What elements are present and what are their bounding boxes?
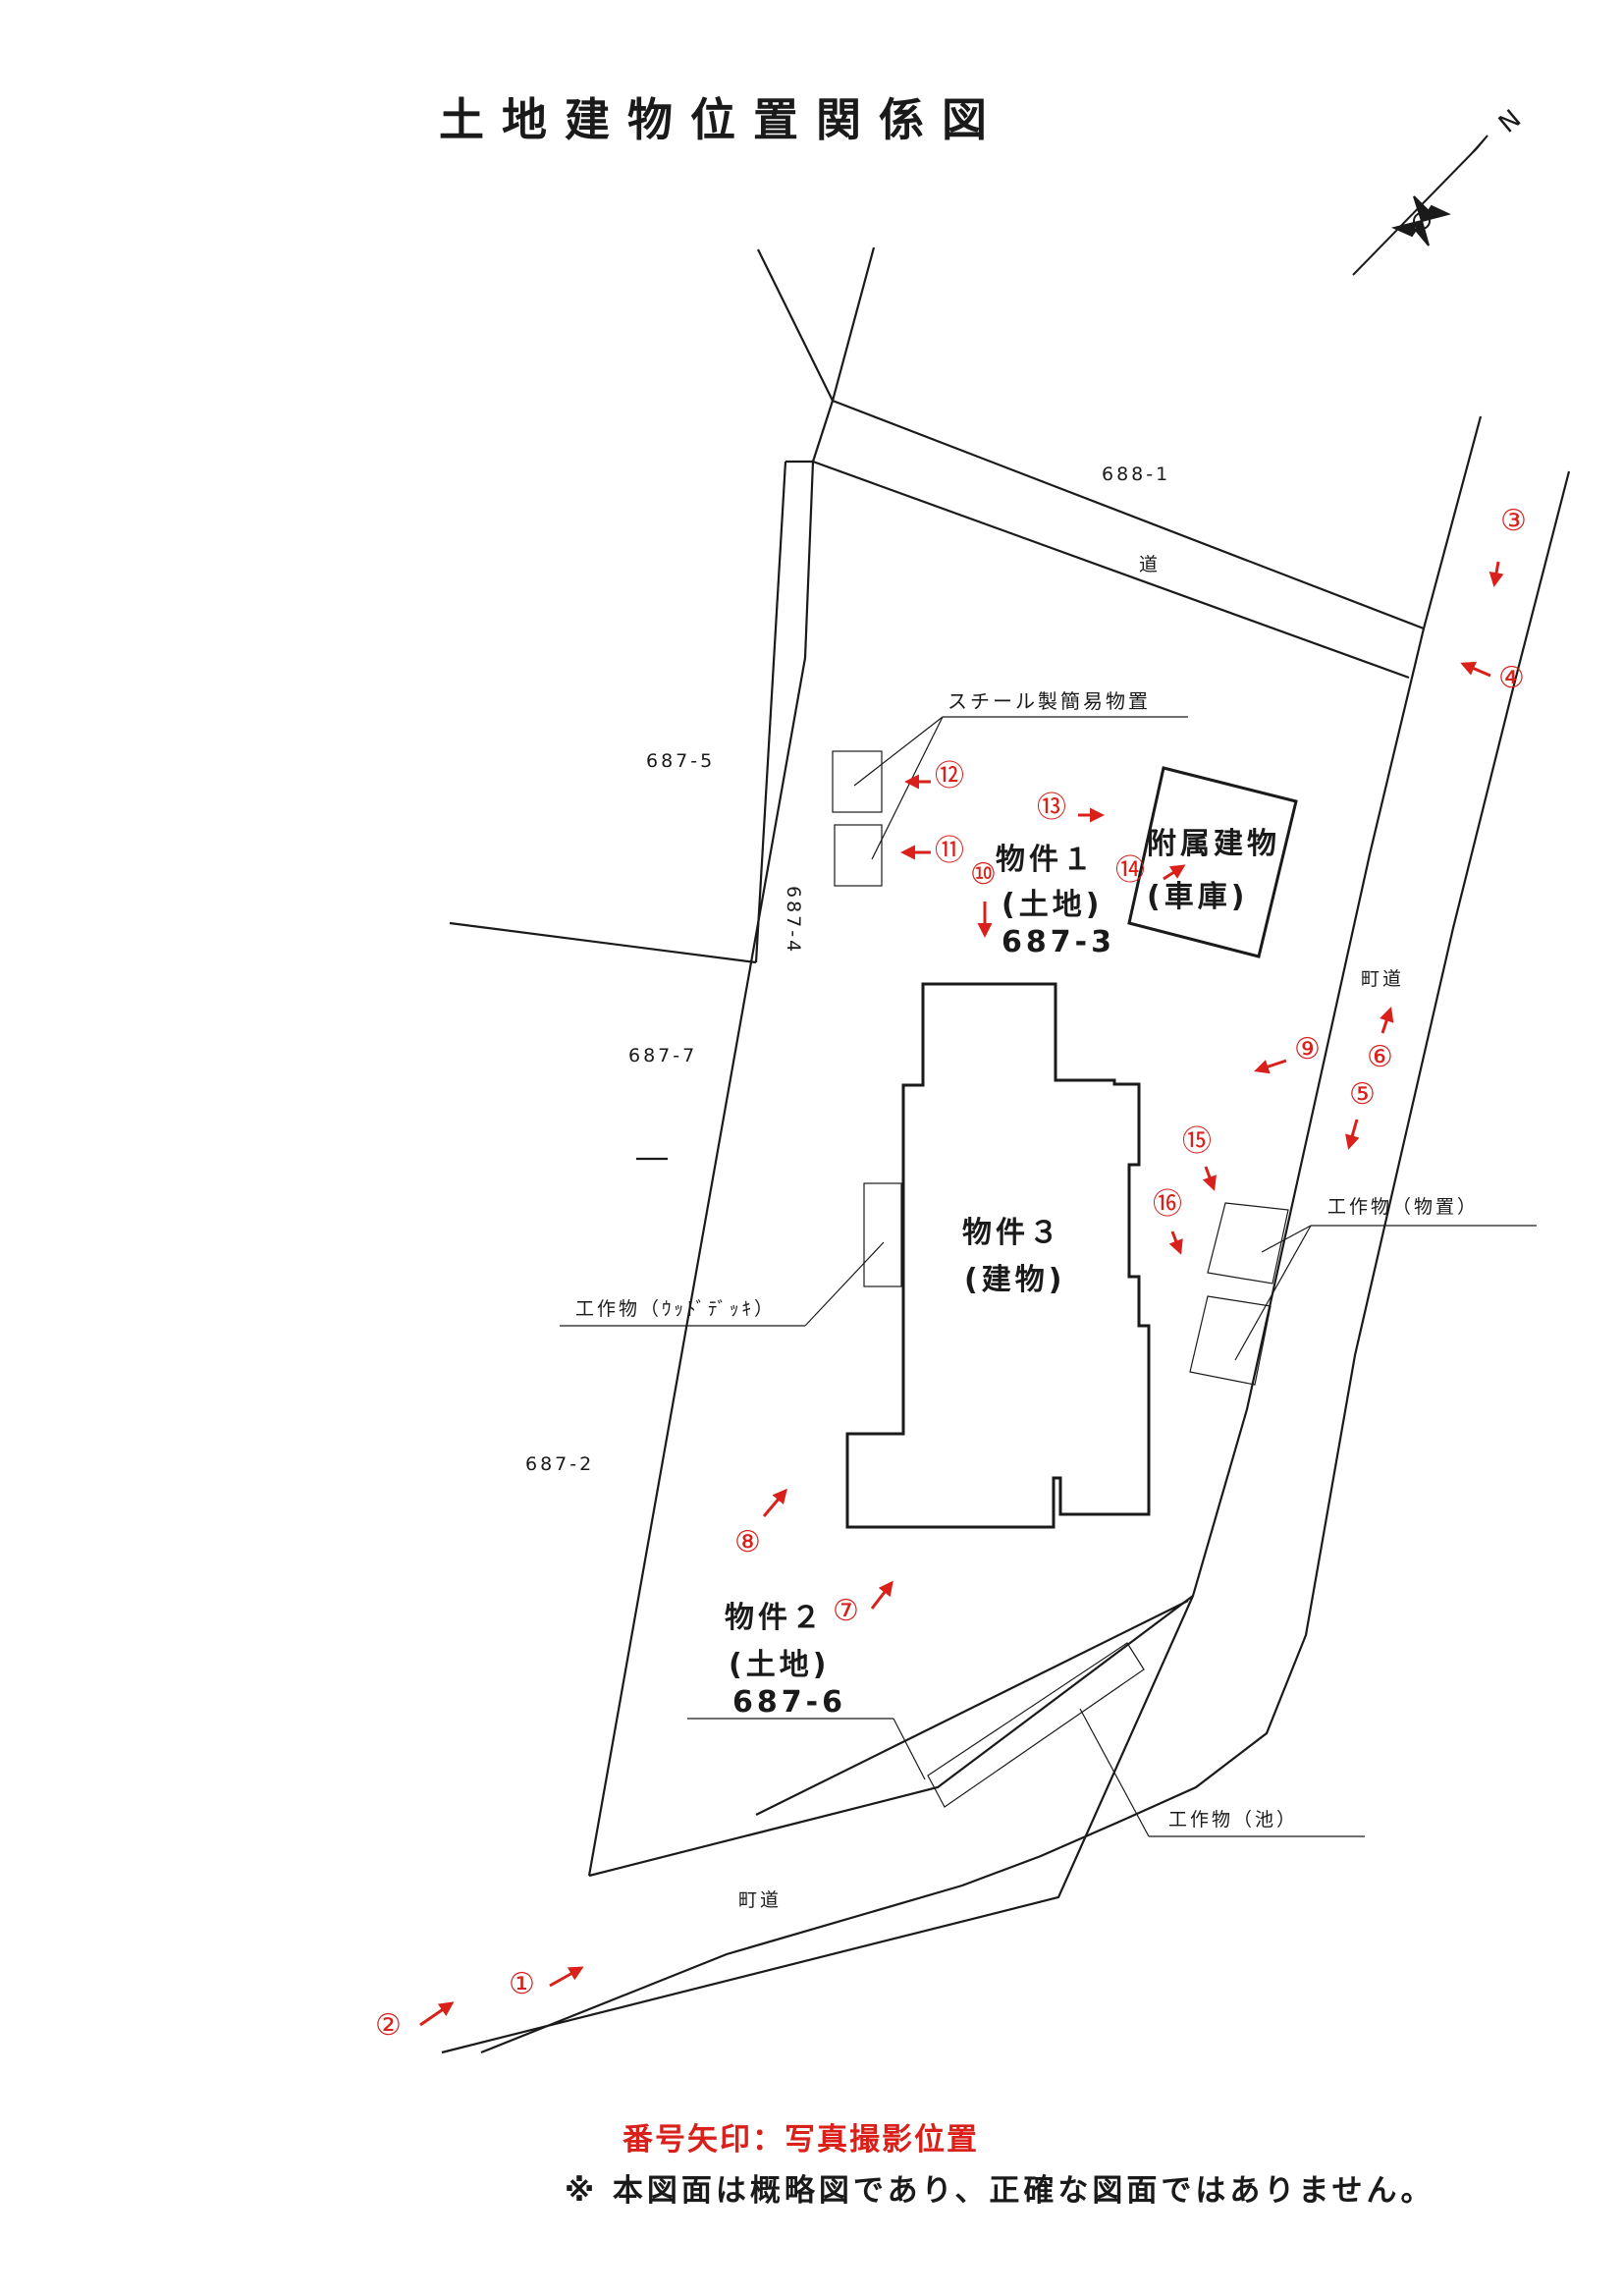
photo-marker-10: ⑩: [970, 857, 997, 892]
photo-marker-5: ⑤: [1349, 1077, 1376, 1112]
photo-arrows: [419, 561, 1504, 2027]
road-michi: 道: [1139, 554, 1162, 575]
road-chodo-south: 町道: [738, 1889, 783, 1911]
property1-label-2: (土地): [1001, 888, 1104, 922]
steel-shed-label: スチール製簡易物置: [947, 689, 1151, 713]
photo-marker-7: ⑦: [833, 1594, 859, 1628]
property1-label-1: 物件１: [996, 843, 1096, 877]
property3-label-1: 物件３: [962, 1216, 1062, 1250]
wood-deck-label: 工作物（ｳｯﾄﾞﾃﾞｯｷ）: [575, 1298, 777, 1320]
parcel-687-2: 687-2: [525, 1453, 595, 1475]
annex-label-1: 附属建物: [1147, 827, 1280, 861]
compass-icon: [1352, 135, 1489, 276]
photo-marker-11: ⑪: [935, 834, 964, 868]
storage-label: 工作物（物置）: [1327, 1196, 1480, 1218]
property3-label-2: (建物): [964, 1263, 1066, 1297]
parcel-688-1: 688-1: [1102, 464, 1171, 485]
parcel-lines: [441, 246, 1571, 2054]
photo-marker-16: ⑯: [1153, 1187, 1182, 1222]
property2-label-3: 687-6: [732, 1685, 846, 1720]
photo-marker-8: ⑧: [734, 1525, 761, 1559]
legend-text: 番号矢印：写真撮影位置: [623, 2122, 979, 2158]
parcel-687-5: 687-5: [646, 750, 716, 772]
parcel-687-4: 687-4: [783, 886, 804, 956]
photo-marker-15: ⑮: [1182, 1124, 1212, 1159]
photo-marker-1: ①: [509, 1967, 535, 2001]
photo-marker-13: ⑬: [1037, 791, 1066, 825]
property2-label-1: 物件２: [725, 1601, 825, 1635]
photo-marker-3: ③: [1500, 504, 1527, 538]
disclaimer-note: ※ 本図面は概略図であり、正確な図面ではありません。: [565, 2173, 1435, 2209]
parcel-687-7: 687-7: [628, 1045, 698, 1066]
photo-marker-12: ⑫: [935, 759, 964, 793]
photo-marker-4: ④: [1498, 661, 1525, 695]
photo-marker-6: ⑥: [1367, 1040, 1393, 1074]
pond-label: 工作物（池）: [1168, 1809, 1299, 1831]
photo-marker-2: ②: [375, 2008, 402, 2043]
map-title: 土地建物位置関係図: [439, 93, 1004, 146]
property2-label-2: (土地): [729, 1648, 831, 1682]
annex-label-2: (車庫): [1147, 880, 1249, 914]
road-chodo-east: 町道: [1361, 968, 1405, 990]
property1-label-3: 687-3: [1001, 925, 1115, 959]
photo-marker-9: ⑨: [1294, 1032, 1321, 1066]
photo-marker-14: ⑭: [1115, 853, 1145, 888]
